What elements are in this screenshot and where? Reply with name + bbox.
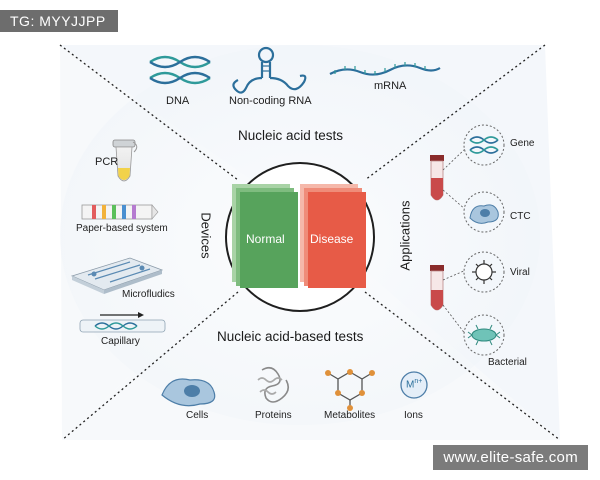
capillary-tube-icon [79,312,166,333]
disease-label: Disease [310,232,354,246]
watermark-banner: www.elite-safe.com [433,445,588,470]
sample-tube-icon-2 [430,265,444,311]
cells-label: Cells [186,410,209,421]
overlay-tag: TG: MYYJJPP [0,10,118,32]
protein-icon [257,366,290,403]
ion-symbol: Mn+ [406,378,423,391]
metabolites-label: Metabolites [324,410,376,421]
normal-card [232,184,298,288]
pcr-tube-icon [112,139,138,182]
mrna-label: mRNA [374,80,407,92]
dna-helix-icon [149,55,211,85]
cell-icon [161,378,216,407]
bacterium-icon [463,314,505,356]
capillary-label: Capillary [101,336,140,347]
gene-label: Gene [510,138,535,149]
nucleic-acid-based-tests-title: Nucleic acid-based tests [217,329,364,344]
metabolite-icon [325,369,375,411]
non-coding-rna-label: Non-coding RNA [229,95,312,107]
gene-icon [463,124,505,166]
disease-card [300,184,366,288]
bacterial-label: Bacterial [488,357,527,368]
devices-title: Devices [198,212,214,259]
ion-icon [400,371,428,399]
paper-strip-icon [81,204,159,220]
ctc-label: CTC [510,211,531,222]
zoom-connectors [442,147,467,336]
virus-icon [463,251,505,293]
mrna-strand-icon [329,62,441,76]
dna-label: DNA [166,95,190,107]
pcr-label: PCR [95,156,119,168]
ions-label: Ions [404,410,423,421]
hairpin-rna-icon [232,46,307,94]
sample-tube-icon [430,155,444,201]
ctc-cell-icon [463,191,505,233]
proteins-label: Proteins [255,410,292,421]
viral-label: Viral [510,267,530,278]
dotted-dividers [59,44,561,441]
paper-based-system-label: Paper-based system [76,223,168,234]
applications-title: Applications [397,200,413,271]
normal-label: Normal [246,232,285,246]
microfludics-label: Microfludics [122,289,175,300]
microfluidic-chip-icon [70,257,164,294]
nucleic-acid-tests-title: Nucleic acid tests [238,128,344,143]
